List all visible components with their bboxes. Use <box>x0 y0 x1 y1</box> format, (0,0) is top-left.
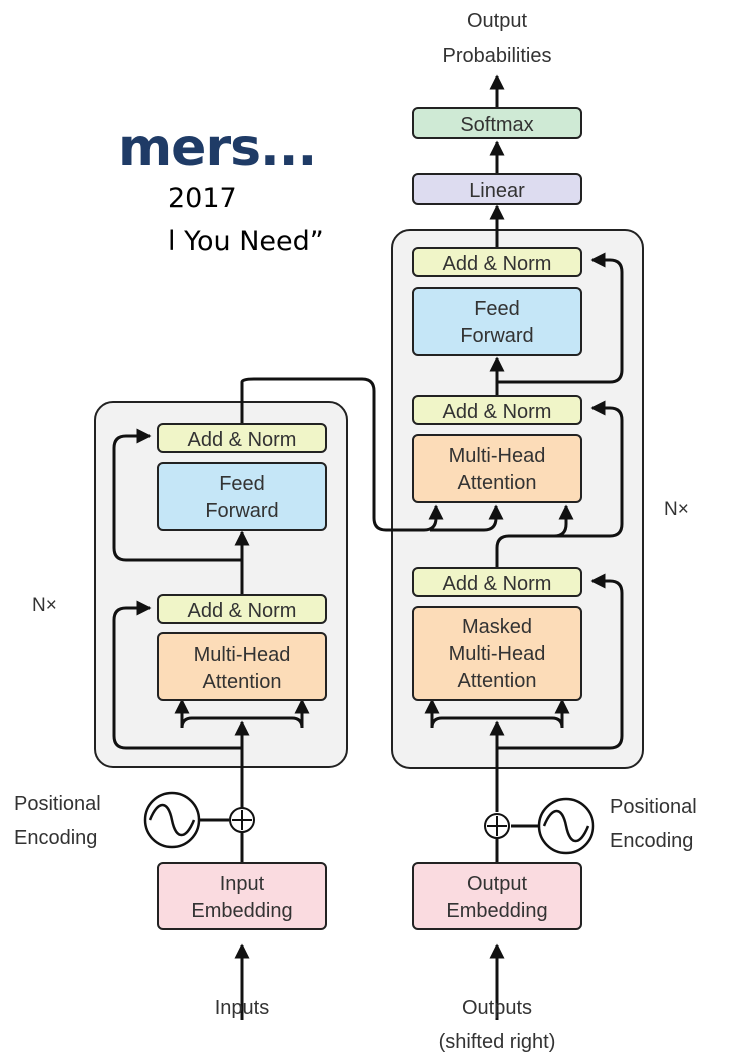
softmax-label: Softmax <box>460 114 533 136</box>
decoder-positional-sine-icon <box>537 797 595 855</box>
decoder-add-circle-icon <box>484 813 510 839</box>
linear-label: Linear <box>469 180 525 202</box>
encoder-add-norm-bottom-label: Add & Norm <box>188 600 297 622</box>
encoder-add-circle-icon <box>229 807 255 833</box>
decoder-mha-line1: Multi-Head <box>449 445 546 467</box>
masked-mha-line3: Attention <box>458 670 537 692</box>
inputs-label: Inputs <box>215 997 269 1019</box>
decoder-positional-label-line1: Positional <box>610 796 697 818</box>
decoder-feed-forward-line1: Feed <box>474 298 520 320</box>
decoder-add-norm-bottom-label: Add & Norm <box>443 573 552 595</box>
output-probabilities-line2: Probabilities <box>443 45 552 67</box>
outputs-label-line1: Outputs <box>462 997 532 1019</box>
encoder-add-norm-top <box>157 423 327 453</box>
input-embedding <box>157 862 327 930</box>
output-embedding <box>412 862 582 930</box>
decoder-feed-forward-line2: Forward <box>460 325 533 347</box>
encoder-add-norm-bottom <box>157 594 327 624</box>
linear-box <box>412 173 582 205</box>
decoder-add-norm-mid-label: Add & Norm <box>443 401 552 423</box>
input-embedding-line2: Embedding <box>191 900 292 922</box>
output-embedding-line2: Embedding <box>446 900 547 922</box>
decoder-add-norm-mid <box>412 395 582 425</box>
slide-title-fragment: mers... <box>118 118 317 178</box>
decoder-feed-forward <box>412 287 582 356</box>
encoder-positional-label-line2: Encoding <box>14 827 97 849</box>
decoder-add-norm-bottom <box>412 567 582 597</box>
encoder-multi-head-attention <box>157 632 327 701</box>
decoder-nx-label: N× <box>664 499 689 520</box>
masked-mha-line2: Multi-Head <box>449 643 546 665</box>
encoder-add-norm-top-label: Add & Norm <box>188 429 297 451</box>
decoder-multi-head-attention <box>412 434 582 503</box>
decoder-mha-line2: Attention <box>458 472 537 494</box>
encoder-nx-label: N× <box>32 595 57 616</box>
decoder-masked-multi-head-attention <box>412 606 582 701</box>
encoder-feed-forward <box>157 462 327 531</box>
output-probabilities-line1: Output <box>467 10 527 32</box>
outputs-label-line2: (shifted right) <box>439 1031 556 1053</box>
encoder-positional-label-line1: Positional <box>14 793 101 815</box>
softmax-box <box>412 107 582 139</box>
slide-subtitle-year: 2017 <box>168 183 237 214</box>
output-embedding-line1: Output <box>467 873 527 895</box>
encoder-stack <box>94 401 348 768</box>
masked-mha-line1: Masked <box>462 616 532 638</box>
input-embedding-line1: Input <box>220 873 265 895</box>
decoder-positional-label-line2: Encoding <box>610 830 693 852</box>
encoder-positional-sine-icon <box>143 791 201 849</box>
encoder-mha-line1: Multi-Head <box>194 644 291 666</box>
decoder-add-norm-top <box>412 247 582 277</box>
encoder-feed-forward-line1: Feed <box>219 473 265 495</box>
encoder-mha-line2: Attention <box>203 671 282 693</box>
decoder-add-norm-top-label: Add & Norm <box>443 253 552 275</box>
encoder-feed-forward-line2: Forward <box>205 500 278 522</box>
slide-subtitle-paper: l You Need” <box>168 226 324 257</box>
